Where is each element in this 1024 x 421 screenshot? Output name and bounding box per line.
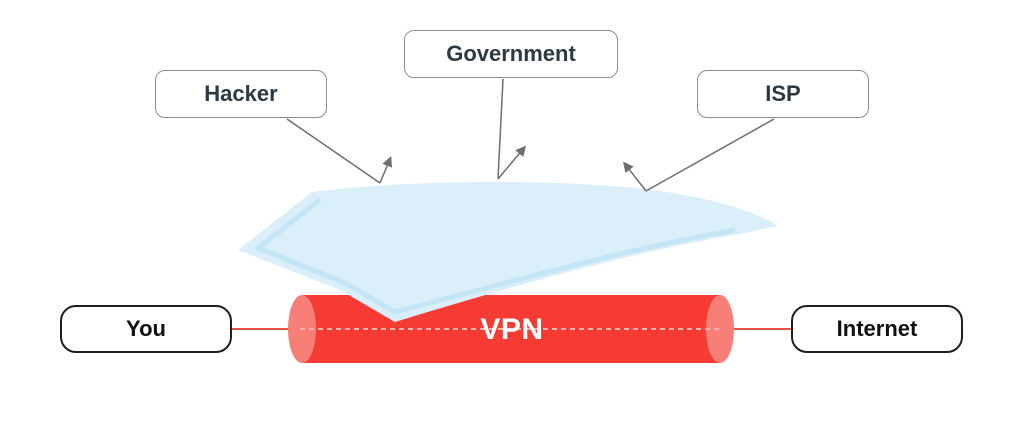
shield-inner-edge	[255, 198, 736, 315]
hacker-label: Hacker	[204, 81, 278, 106]
government-label: Government	[446, 41, 576, 66]
vpn-tunnel-right-cap	[706, 295, 734, 363]
hacker-box: Hacker	[155, 70, 327, 118]
hacker-arrow	[286, 118, 393, 184]
vpn-label: VPN	[480, 313, 544, 346]
government-arrow	[497, 78, 527, 180]
isp-arrow	[623, 118, 775, 192]
internet-box: Internet	[791, 305, 963, 353]
government-box: Government	[404, 30, 618, 78]
protective-shield	[238, 181, 778, 322]
you-box: You	[60, 305, 232, 353]
shield-outer	[238, 181, 778, 322]
you-label: You	[126, 316, 166, 341]
internet-label: Internet	[836, 316, 918, 341]
isp-box: ISP	[697, 70, 869, 118]
isp-label: ISP	[765, 81, 801, 106]
